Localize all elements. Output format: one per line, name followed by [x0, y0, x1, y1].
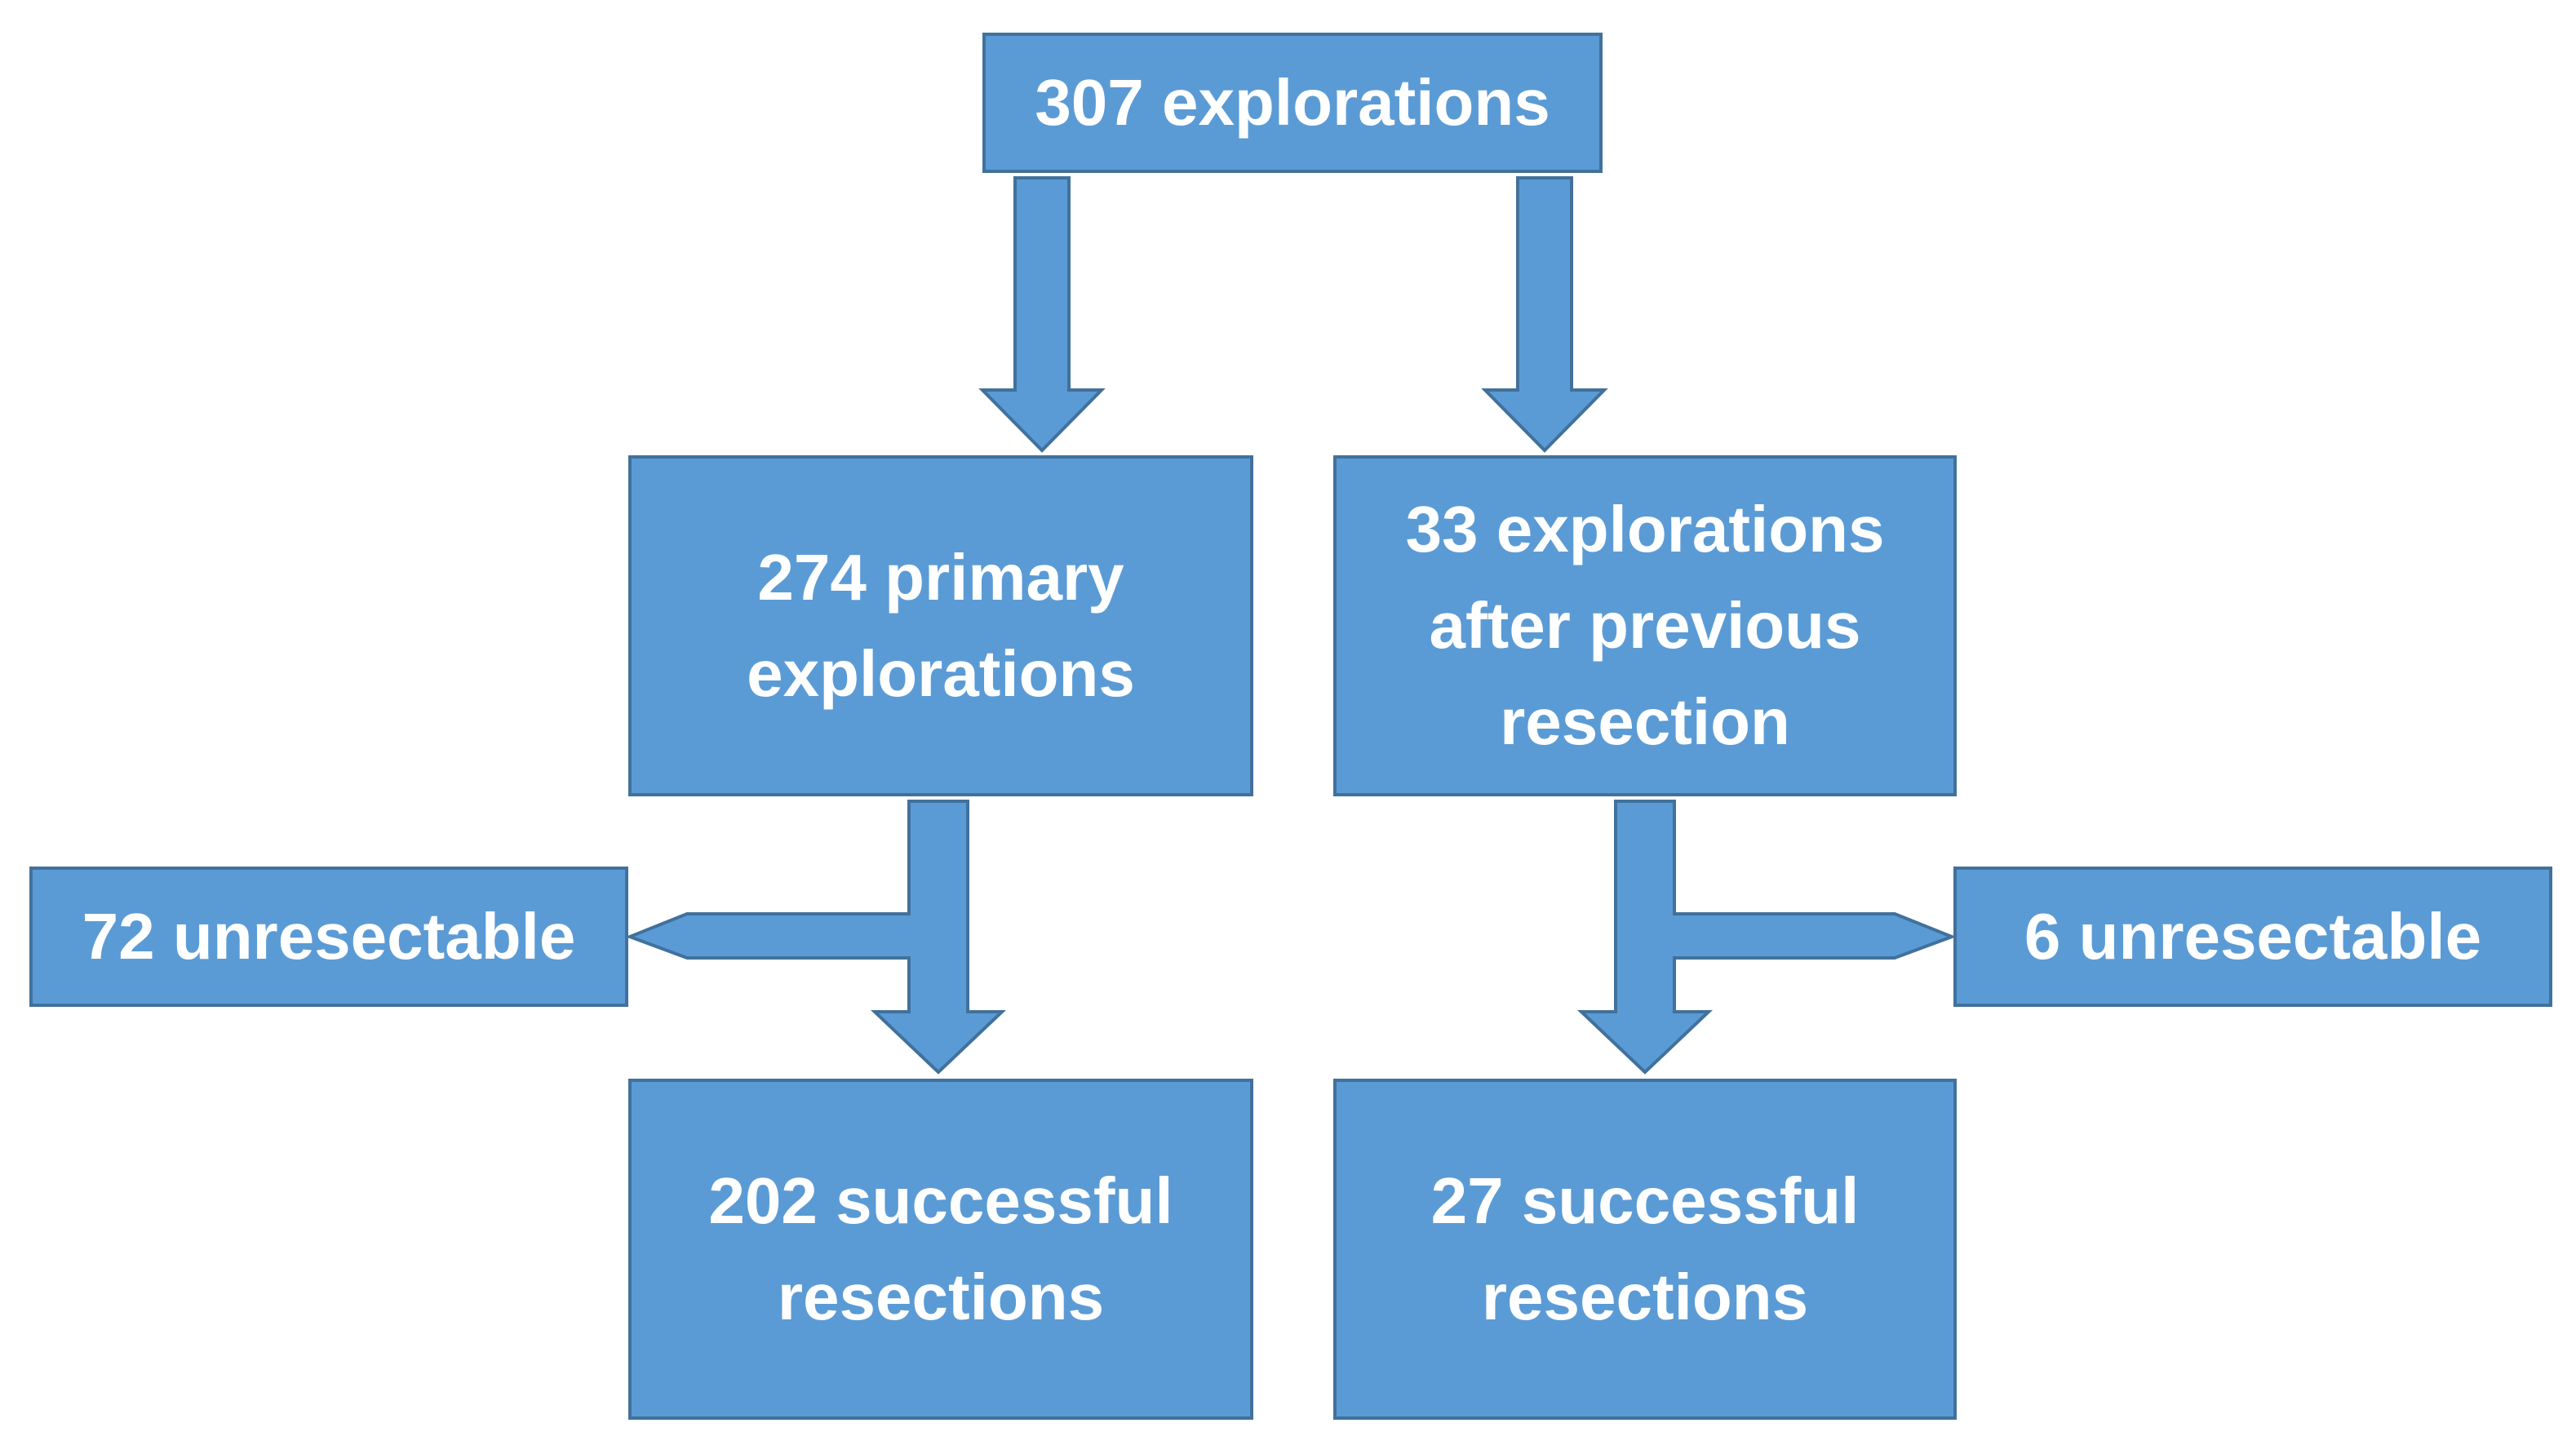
node-explorations-after-previous-resection: 33 explorations after previous resection — [1333, 455, 1957, 796]
arrow-root-to-primary — [978, 176, 1106, 453]
arrow-after-to-successful — [1576, 800, 1957, 1075]
node-primary-explorations: 274 primary explorations — [628, 455, 1253, 796]
arrow-root-to-after — [1481, 176, 1608, 453]
node-unresectable-right: 6 unresectable — [1953, 867, 2552, 1007]
node-successful-resections-left: 202 successful resections — [628, 1079, 1253, 1420]
node-unresectable-left: 72 unresectable — [29, 867, 628, 1007]
node-successful-resections-right: 27 successful resections — [1333, 1079, 1957, 1420]
arrow-primary-to-successful — [625, 800, 1007, 1075]
node-307-explorations: 307 explorations — [982, 33, 1603, 173]
